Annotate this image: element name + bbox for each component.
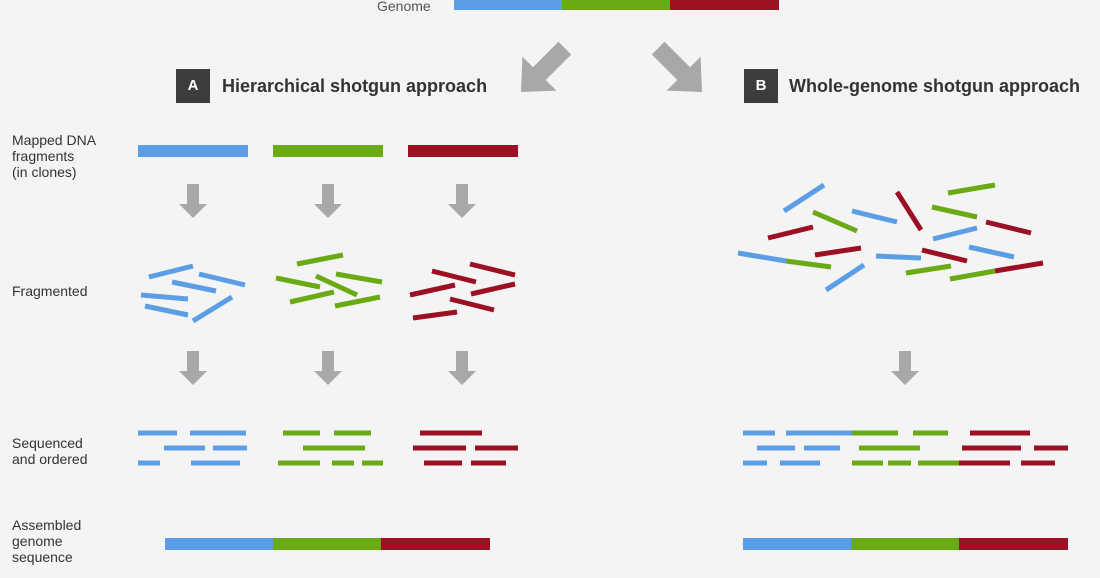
fragment-b-blue-2 [851, 208, 898, 225]
row-label-mapped: Mapped DNA fragments (in clones) [12, 132, 96, 180]
arrow-down-blue-2 [179, 351, 207, 385]
fragment-b-red-15 [814, 245, 862, 258]
fragment-a-red-2 [431, 268, 477, 285]
fragment-a-blue-5 [144, 303, 189, 318]
row-label-assembled: Assembled genome sequence [12, 517, 81, 565]
row-label-sequenced: Sequenced and ordered [12, 435, 88, 467]
row-label-sequenced-line-2: and ordered [12, 451, 88, 467]
fragment-b-green-11 [949, 268, 996, 282]
fragment-b-blue-1 [782, 182, 826, 214]
assembled-b-red [959, 538, 1068, 550]
assembled-b-blue [743, 538, 851, 550]
fragment-a-red-1 [469, 261, 516, 278]
fragment-a-green-2 [335, 271, 383, 285]
fragment-b-green-7 [812, 209, 858, 234]
fragment-a-blue-6 [191, 294, 234, 324]
fragment-b-red-12 [767, 224, 814, 241]
fragment-a-green-6 [334, 294, 381, 309]
fragment-b-red-17 [994, 260, 1044, 274]
clone-blue [138, 145, 248, 157]
genome-segment-blue [454, 0, 562, 10]
arrow-down-red-1 [448, 184, 476, 218]
clone-green [273, 145, 383, 157]
approach-b-title: Whole-genome shotgun approach [789, 76, 1080, 96]
arrow-to-approach-b [651, 41, 702, 92]
genome-segment-red [670, 0, 779, 10]
fragment-a-red-3 [409, 282, 456, 298]
fragment-a-green-3 [275, 275, 321, 290]
fragment-a-green-1 [296, 252, 344, 267]
fragment-a-blue-2 [198, 271, 246, 288]
assembled-a-red [381, 538, 490, 550]
arrow-down-red-2 [448, 351, 476, 385]
fragment-b-blue-4 [968, 244, 1015, 260]
fragment-b-long-green [785, 258, 832, 270]
fragment-b-red-16 [921, 247, 968, 264]
row-label-fragmented-line-1: Fragmented [12, 283, 88, 299]
arrow-down-green-2 [314, 351, 342, 385]
arrow-down-blue-1 [179, 184, 207, 218]
row-label-mapped-line-1: Mapped DNA [12, 132, 97, 148]
row-label-mapped-line-3: (in clones) [12, 164, 77, 180]
arrow-down-green-1 [314, 184, 342, 218]
fragment-a-green-4 [314, 273, 359, 298]
row-label-assembled-line-1: Assembled [12, 517, 82, 533]
row-label-fragmented: Fragmented [12, 283, 87, 299]
fragment-a-blue-1 [148, 263, 194, 280]
fragment-b-blue-5 [875, 253, 922, 261]
genome-label: Genome [377, 0, 431, 14]
approach-a-title: Hierarchical shotgun approach [222, 76, 488, 96]
clone-red [408, 145, 518, 157]
assembled-a-blue [165, 538, 273, 550]
fragment-b-blue-6 [824, 262, 866, 293]
fragment-b-green-10 [905, 263, 952, 276]
fragment-a-green-5 [289, 289, 335, 305]
arrow-down-b [891, 351, 919, 385]
fragment-b-blue-3 [932, 225, 978, 242]
fragment-b-red-13 [894, 190, 924, 232]
fragment-a-red-4 [470, 281, 516, 297]
approach-b-badge: B [744, 69, 778, 103]
approach-a-badge: A [176, 69, 210, 103]
fragment-a-red-5 [449, 296, 495, 313]
row-label-assembled-line-3: sequence [12, 549, 73, 565]
assembled-a-green [273, 538, 381, 550]
arrow-to-approach-a [521, 41, 572, 92]
genome-segment-green [562, 0, 670, 10]
assembled-b-green [851, 538, 959, 550]
fragment-a-blue-4 [140, 292, 189, 302]
fragment-b-red-14 [985, 219, 1032, 236]
fragment-b-long-blue [737, 250, 787, 264]
row-label-assembled-line-2: genome [12, 533, 63, 549]
fragment-a-red-6 [412, 309, 458, 321]
row-label-mapped-line-2: fragments [12, 148, 75, 164]
fragment-b-green-8 [947, 182, 996, 196]
row-label-sequenced-line-1: Sequenced [12, 435, 83, 451]
fragment-a-blue-3 [171, 279, 217, 294]
fragment-b-green-9 [931, 204, 978, 220]
